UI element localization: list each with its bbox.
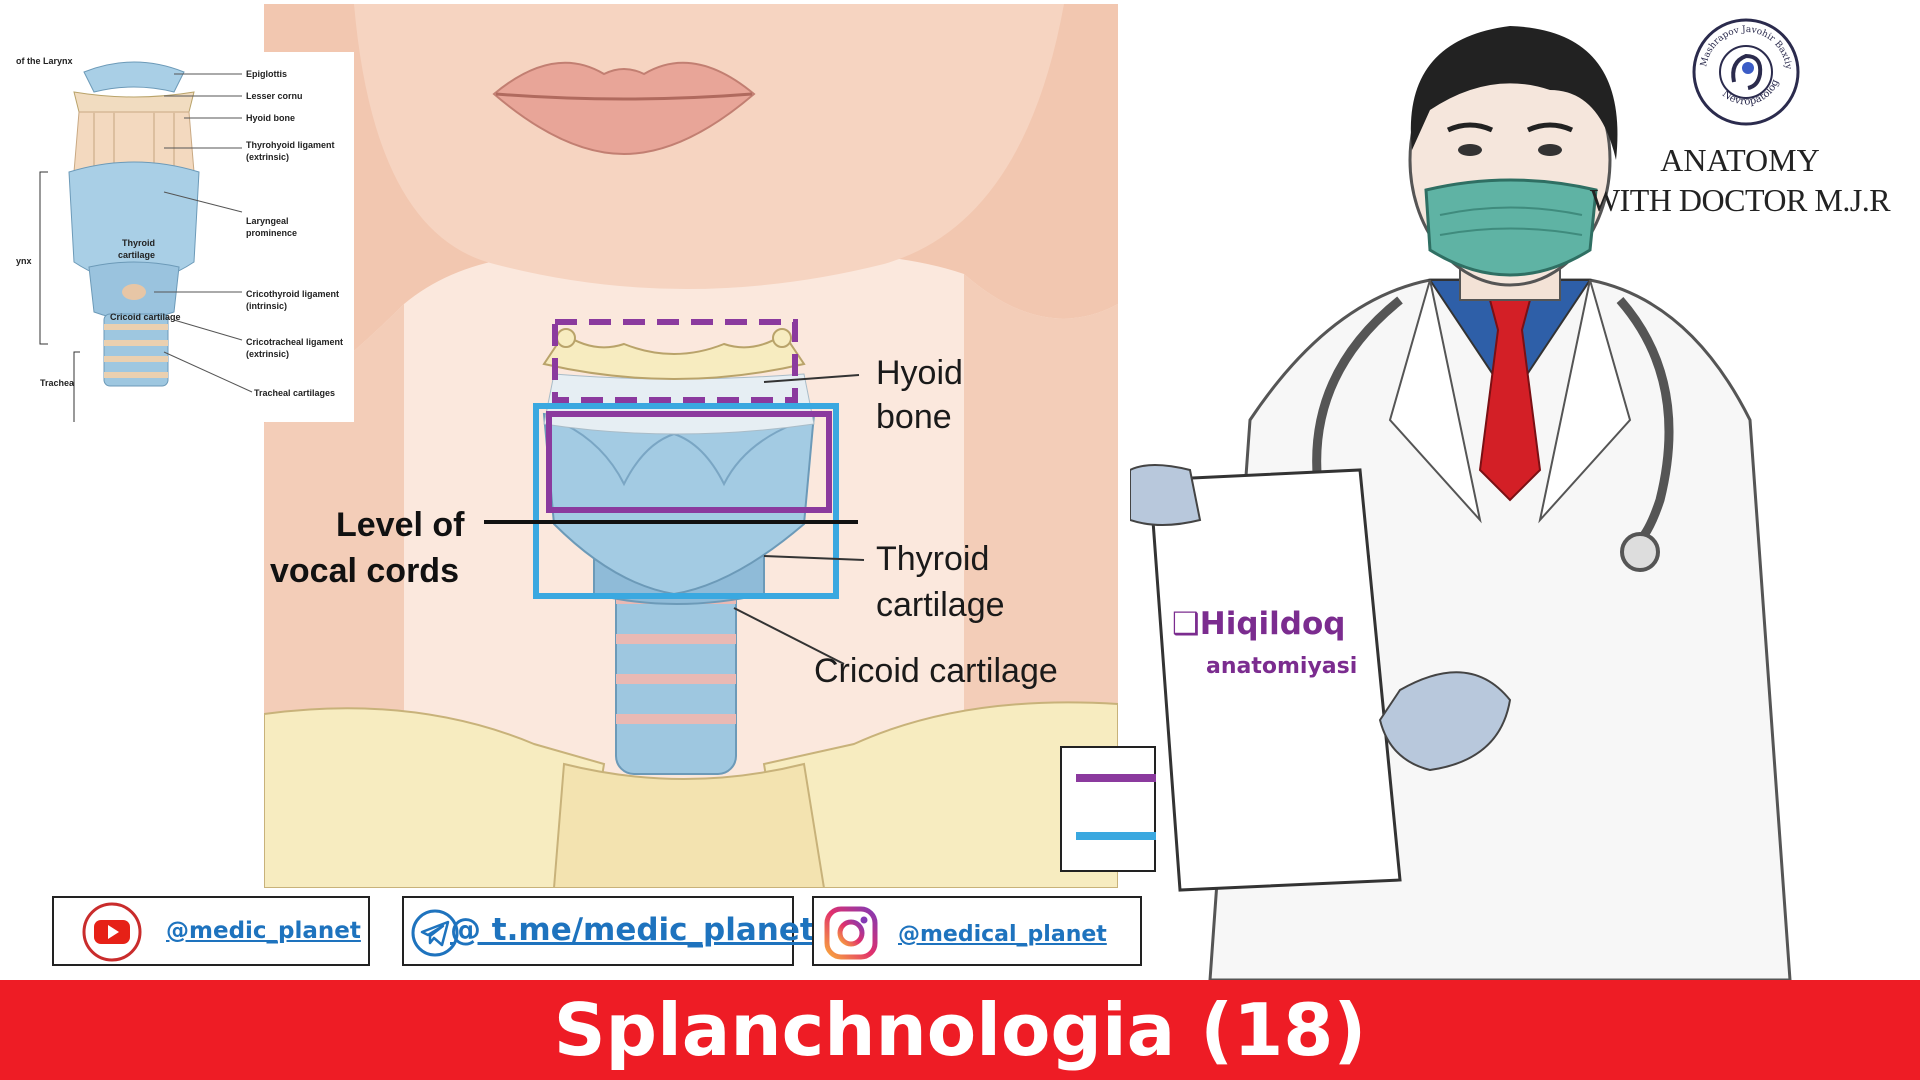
label-hyoid-2: bone — [876, 398, 952, 436]
doctor-illustration — [1129, 0, 1810, 982]
inset-laryngeal-2: prominence — [246, 228, 297, 238]
instagram-icon — [824, 906, 878, 960]
legend-blue-line — [1076, 832, 1156, 840]
telegram-link[interactable]: @ t.me/medic_planet — [450, 912, 815, 948]
stethoscope-icon — [1620, 532, 1660, 572]
youtube-box: @medic_planet — [52, 896, 370, 966]
hyoid-bone — [542, 332, 806, 380]
right-clavicle — [762, 701, 1118, 888]
tie — [1478, 299, 1542, 502]
banner-title: Splanchnologia (18) — [553, 988, 1367, 1072]
neck-svg: Hyoid bone Level of vocal cords Thyroid … — [264, 4, 1118, 888]
lips — [492, 61, 756, 156]
label-cricoid: Cricoid cartilage — [814, 652, 1058, 690]
telegram-box: @ t.me/medic_planet — [402, 896, 815, 966]
hyoid-box — [546, 411, 832, 513]
inset-laryngeal-1: Laryngeal — [246, 216, 289, 226]
youtube-link[interactable]: @medic_planet — [166, 918, 361, 944]
inset-cricothyroid-1: Cricothyroid ligament — [246, 289, 339, 299]
label-thyroid-1: Thyroid — [876, 540, 989, 578]
left-clavicle — [264, 707, 606, 888]
brand-line-2: WITH DOCTOR M.J.R — [1589, 182, 1891, 218]
telegram-icon — [411, 909, 459, 957]
inset-cricotracheal-1: Cricotracheal ligament — [246, 337, 343, 347]
title-banner: Splanchnologia (18) — [0, 980, 1920, 1080]
hyoid-dashed-box — [552, 319, 798, 403]
inset-cricothyroid-2: (intrinsic) — [246, 301, 287, 311]
note-title: ❑Hiqildoq — [1172, 606, 1346, 642]
inset-thyroid-2: cartilage — [118, 250, 155, 260]
larynx-inset-diagram: of the Larynx Epiglottis — [14, 52, 354, 422]
instagram-box: @medical_planet — [812, 896, 1142, 966]
inset-tracheal-cartilages: Tracheal cartilages — [254, 388, 335, 398]
doctor-seal-logo: Mashrapov Javohir Baxtiyorovich Nevropat… — [1686, 9, 1802, 128]
label-hyoid-1: Hyoid — [876, 354, 963, 392]
brand-line-1: ANATOMY — [1660, 142, 1820, 178]
face-mask — [1424, 178, 1598, 277]
inset-epiglottis: Epiglottis — [246, 69, 287, 79]
instagram-link[interactable]: @medical_planet — [898, 922, 1107, 947]
label-thyroid-2: cartilage — [876, 586, 1005, 624]
inset-title: of the Larynx — [16, 56, 73, 66]
color-legend — [1060, 746, 1156, 872]
inset-cricoid: Cricoid cartilage — [110, 312, 181, 322]
label-vocal-1: Level of — [336, 506, 465, 544]
inset-thyrohyoid-2: (extrinsic) — [246, 152, 289, 162]
inset-thyroid-1: Thyroid — [122, 238, 155, 248]
youtube-icon — [82, 902, 142, 962]
legend-purple-line — [1076, 774, 1156, 782]
seal-svg: Mashrapov Javohir Baxtiyorovich Nevropat… — [1686, 9, 1800, 126]
inset-hyoid: Hyoid bone — [246, 113, 295, 123]
paper-sheet — [1148, 468, 1402, 892]
thyroid-box — [533, 403, 839, 599]
doctor-svg — [1129, 26, 1792, 982]
inset-thyrohyoid-1: Thyrohyoid ligament — [246, 140, 335, 150]
label-vocal-2: vocal cords — [270, 552, 459, 590]
inset-cricotracheal-2: (extrinsic) — [246, 349, 289, 359]
brand-title: ANATOMY WITH DOCTOR M.J.R — [1580, 140, 1900, 220]
neck-illustration: Hyoid bone Level of vocal cords Thyroid … — [264, 4, 1118, 888]
inset-lesser-cornu: Lesser cornu — [246, 91, 303, 101]
note-subtitle: anatomiyasi — [1206, 654, 1358, 679]
inset-ynx: ynx — [16, 256, 32, 266]
inset-trachea: Trachea — [40, 378, 75, 388]
larynx-inset-svg: of the Larynx Epiglottis — [14, 52, 354, 422]
